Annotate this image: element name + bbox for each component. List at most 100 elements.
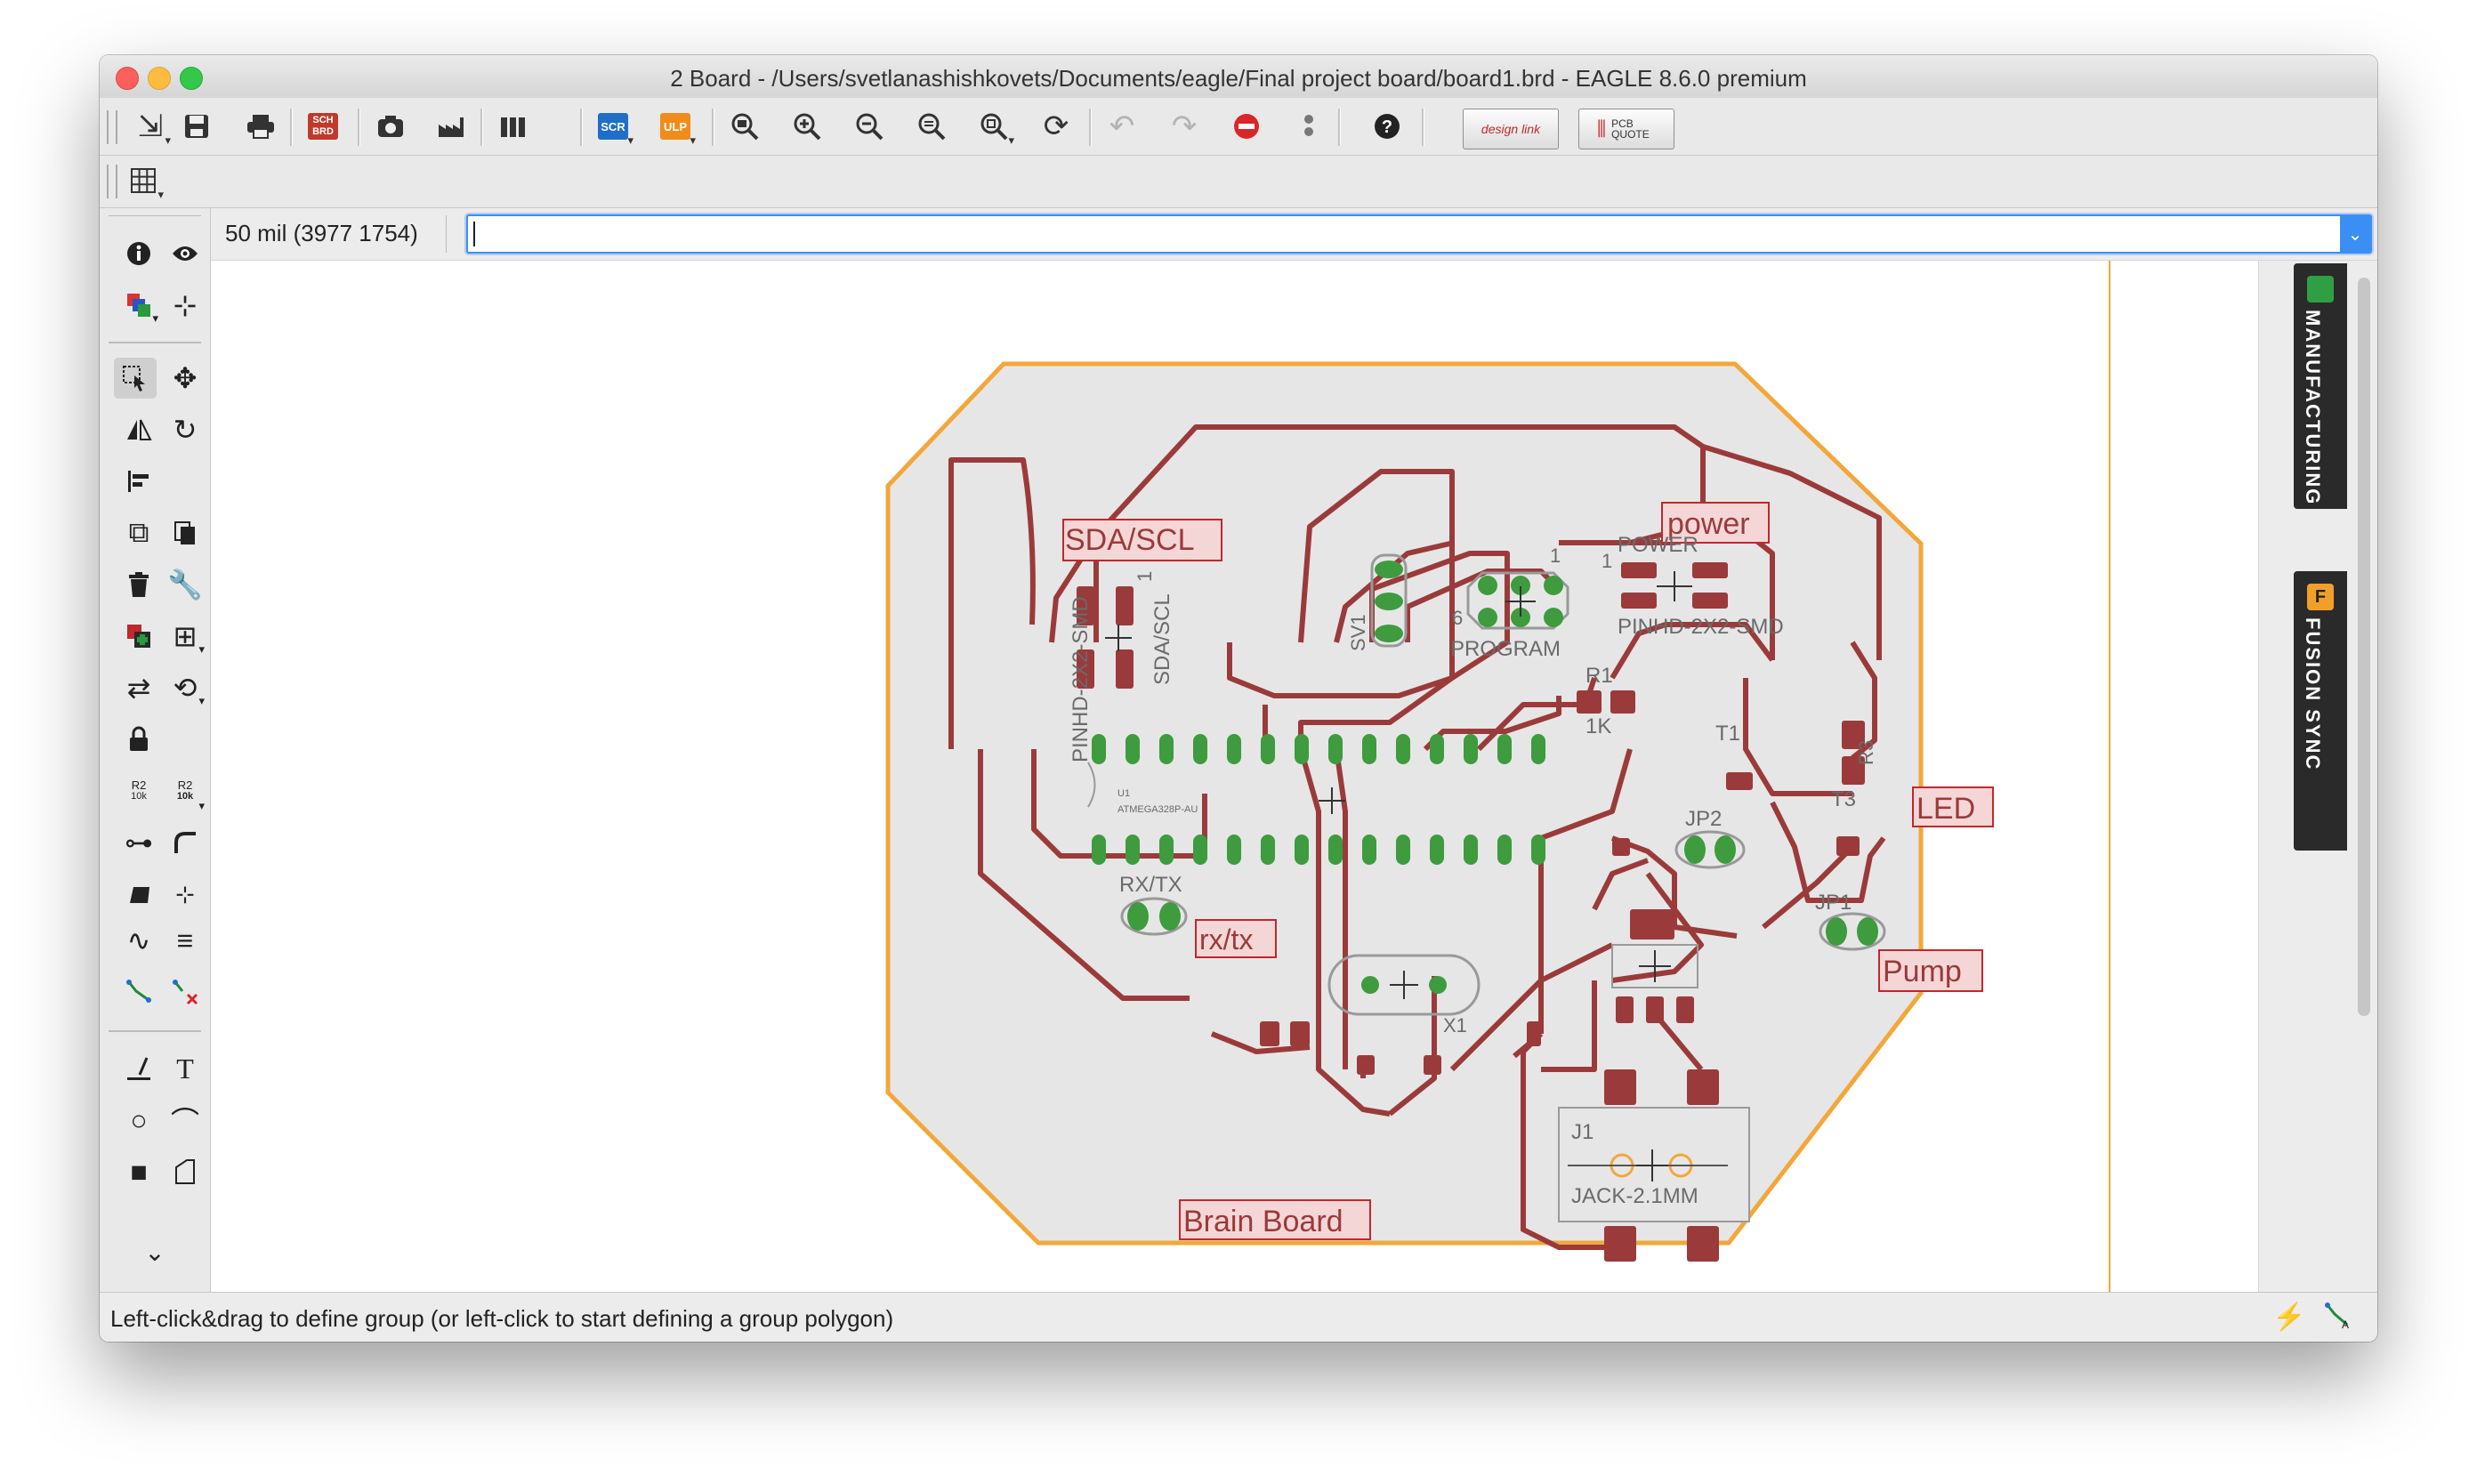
label-pin1-program: 1 <box>1550 544 1561 567</box>
print-icon[interactable] <box>240 107 281 146</box>
label-boxes <box>1062 502 1994 1240</box>
eagle-window: 2 Board - /Users/svetlanashishkovets/Doc… <box>100 55 2377 1342</box>
origin-crosses <box>1105 571 1692 1182</box>
svg-text:?: ? <box>1382 117 1392 137</box>
zoom-previous-icon[interactable] <box>911 107 952 146</box>
grid-icon[interactable]: ▾ <box>123 161 164 200</box>
lightning-icon[interactable]: ⚡ <box>2272 1303 2306 1332</box>
rotate-icon[interactable]: ↻ <box>173 414 198 446</box>
label-r3: R3 <box>1855 740 1877 765</box>
info-icon[interactable] <box>117 233 160 274</box>
label-u1-part: ATMEGA328P-AU <box>1117 804 1198 815</box>
fusion-icon: F <box>2307 584 2334 610</box>
paste-icon[interactable] <box>164 512 206 553</box>
label-pin1-sda: 1 <box>1134 571 1156 582</box>
zoom-in-icon[interactable] <box>787 107 827 146</box>
script-icon[interactable]: SCR▾ <box>593 107 633 146</box>
label-jack: JACK-2.1MM <box>1571 1184 1698 1208</box>
board-outline <box>885 361 1924 1246</box>
rectangle-icon[interactable]: ■ <box>130 1155 148 1188</box>
miter-icon[interactable] <box>164 822 206 863</box>
maximize-window-button[interactable] <box>180 67 203 90</box>
help-icon[interactable]: ? <box>1367 107 1408 146</box>
split-icon[interactable] <box>117 874 160 915</box>
ic-pins <box>1092 734 1545 865</box>
copy-icon[interactable]: ⧉ <box>128 516 149 548</box>
display-layers-icon[interactable]: ▾ <box>117 285 160 326</box>
undo-icon[interactable]: ↶ <box>1109 109 1135 143</box>
add-part-icon[interactable] <box>117 616 160 657</box>
route-icon[interactable] <box>117 972 160 1012</box>
fusion-sync-tab-label: FUSION SYNC <box>2302 617 2324 771</box>
arc-icon[interactable]: ⌒ <box>170 1106 199 1138</box>
zoom-select-icon[interactable]: ▾ <box>973 107 1014 146</box>
vertical-scrollbar[interactable] <box>2358 278 2370 1016</box>
meander-icon[interactable]: ∿ <box>126 924 151 956</box>
redraw-icon[interactable]: ⟳ <box>1043 109 1069 143</box>
text-icon[interactable]: T <box>176 1052 194 1085</box>
smash-icon[interactable]: ⊶ <box>125 827 153 859</box>
label-power: power <box>1667 507 1750 541</box>
swap-icon[interactable]: ⇄ <box>126 672 151 704</box>
line-icon[interactable] <box>117 1048 160 1089</box>
zoom-out-icon[interactable] <box>849 107 890 146</box>
move-icon[interactable]: ✥ <box>173 362 198 394</box>
layers-icon[interactable] <box>493 107 534 146</box>
go-icon[interactable] <box>1288 107 1329 146</box>
lock-icon[interactable] <box>117 719 160 760</box>
stop-icon[interactable] <box>1226 107 1267 146</box>
fusion-sync-tab[interactable]: F FUSION SYNC <box>2294 571 2347 851</box>
command-line-input[interactable]: ⌄ <box>466 214 2372 254</box>
change-icon[interactable]: 🔧 <box>167 569 203 601</box>
align-icon[interactable] <box>117 461 160 502</box>
zoom-fit-icon[interactable] <box>724 107 765 146</box>
manufacturing-tab-label: MANUFACTURING <box>2302 310 2324 506</box>
command-history-dropdown[interactable]: ⌄ <box>2340 216 2370 252</box>
close-window-button[interactable] <box>116 67 139 90</box>
mirror-icon[interactable] <box>117 409 160 450</box>
label-r1: R1 <box>1585 664 1613 688</box>
label-t3: T3 <box>1831 787 1856 811</box>
silkscreen-labels: SDA/SCL power POWER PINHD-2X2-SMD LED Pu… <box>1065 507 1975 1238</box>
manufacturing-icon[interactable] <box>431 107 472 146</box>
toolbar2-grip[interactable] <box>107 165 117 198</box>
redo-icon[interactable]: ↷ <box>1171 109 1198 143</box>
delete-icon[interactable] <box>117 564 160 605</box>
autorouter-icon[interactable]: A <box>2324 1302 2352 1337</box>
chevron-down-icon: ⌄ <box>2347 224 2363 245</box>
toolbar-grip[interactable] <box>107 110 117 144</box>
window-title: 2 Board - /Users/svetlanashishkovets/Doc… <box>670 65 1807 92</box>
lock-rotate-icon[interactable]: ⟲▾ <box>173 672 205 707</box>
mark-icon[interactable]: ⊹ <box>173 289 198 321</box>
board-canvas[interactable]: SDA/SCL power POWER PINHD-2X2-SMD LED Pu… <box>211 261 2258 1314</box>
design-link-button[interactable]: design link <box>1463 109 1559 149</box>
through-hole-pads <box>1120 553 1886 1016</box>
manufacturing-tab[interactable]: MANUFACTURING <box>2294 263 2347 509</box>
cam-processor-icon[interactable] <box>370 107 411 146</box>
show-icon[interactable] <box>164 233 206 274</box>
route-multiple-icon[interactable]: ≡ <box>176 923 194 956</box>
label-u1: U1 <box>1117 788 1130 799</box>
label-pinhd-left: PINHD-2X2-SMD <box>1069 596 1093 762</box>
label-sda-scl-vertical: SDA/SCL <box>1150 593 1174 685</box>
label-r1-value: 1K <box>1585 714 1611 738</box>
expand-tools-icon[interactable]: ⌄ <box>144 1238 165 1266</box>
ripup-icon[interactable] <box>164 972 206 1012</box>
label-rx-tx-small: rx/tx <box>1199 923 1253 956</box>
replace-icon[interactable]: ⊞▾ <box>173 620 205 656</box>
pcb-quote-button[interactable]: ⫼ PCB QUOTE <box>1578 109 1674 149</box>
label-pinhd-right: PINHD-2X2-SMD <box>1618 615 1784 639</box>
minimize-window-button[interactable] <box>148 67 171 90</box>
group-icon[interactable] <box>114 358 157 399</box>
ulp-icon[interactable]: ULP▾ <box>655 107 696 146</box>
label-pump: Pump <box>1883 955 1962 988</box>
circle-icon[interactable]: ○ <box>130 1103 148 1136</box>
title-bar: 2 Board - /Users/svetlanashishkovets/Doc… <box>100 55 2377 99</box>
polygon-icon[interactable] <box>164 1151 206 1192</box>
open-icon[interactable]: ⇲▾ <box>137 109 171 147</box>
optimize-icon[interactable]: ⊹ <box>175 880 195 907</box>
save-icon[interactable] <box>176 107 217 146</box>
